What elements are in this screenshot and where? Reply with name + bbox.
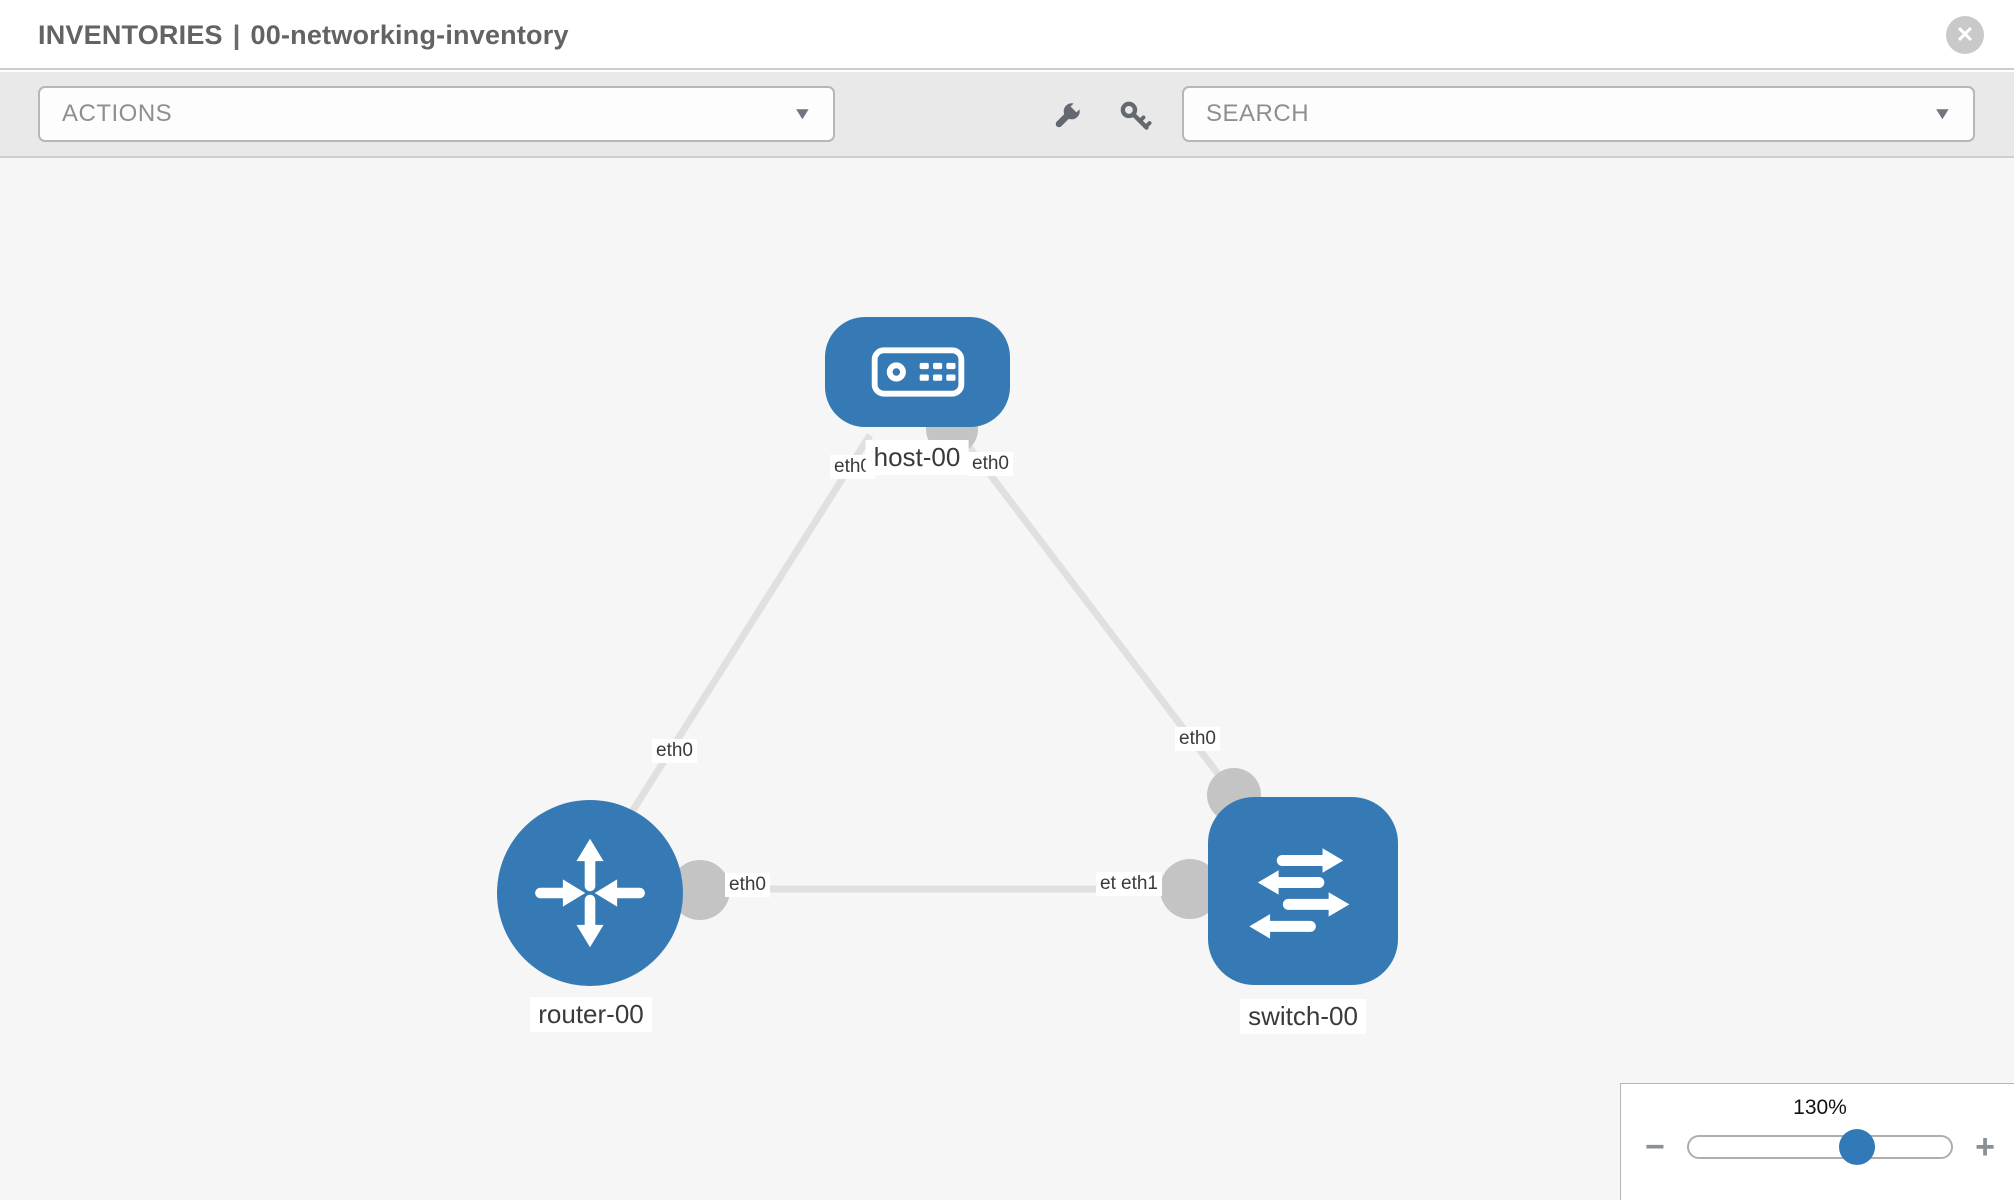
interface-label: eth0 — [652, 739, 697, 763]
close-icon[interactable]: ✕ — [1946, 16, 1984, 54]
interface-label: eth0 — [1175, 727, 1220, 751]
switch-icon — [1249, 848, 1350, 939]
chevron-down-icon: ▼ — [792, 104, 814, 123]
router-icon — [535, 838, 645, 948]
link-endpoint — [1160, 859, 1220, 919]
zoom-slider-handle[interactable] — [1838, 1129, 1875, 1165]
zoom-level-value: 130% — [1793, 1096, 1847, 1119]
zoom-slider[interactable] — [1686, 1129, 1954, 1165]
zoom-out-button[interactable]: − — [1645, 1128, 1665, 1166]
inventory-name: 00-networking-inventory — [250, 20, 569, 50]
topology-links-layer — [625, 403, 1261, 920]
actions-dropdown[interactable]: ACTIONS ▼ — [38, 86, 835, 142]
node-label-router-00: router-00 — [530, 997, 652, 1032]
breadcrumb-section: INVENTORIES — [38, 20, 223, 50]
zoom-slider-row: − + — [1621, 1128, 2014, 1166]
key-icon[interactable] — [1118, 99, 1152, 133]
node-label-host-00: host-00 — [865, 440, 969, 475]
zoom-control-panel: 130% − + — [1620, 1083, 2014, 1200]
node-label-switch-00: switch-00 — [1240, 999, 1366, 1034]
zoom-in-button[interactable]: + — [1975, 1128, 1995, 1166]
wrench-icon[interactable] — [1050, 99, 1084, 133]
interface-label: eth0 — [830, 455, 875, 479]
chevron-down-icon: ▼ — [1932, 104, 1954, 123]
toolbar: ACTIONS ▼ SEARCH ▼ — [0, 72, 2014, 158]
topology-canvas[interactable]: eth0 eth0 eth0 eth0 eth0 eth0 eth1 host-… — [0, 158, 2014, 1200]
node-switch-00[interactable] — [1208, 797, 1398, 985]
interface-label: eth1 — [1117, 872, 1162, 896]
actions-dropdown-label: ACTIONS — [62, 100, 173, 127]
breadcrumb-separator: | — [232, 20, 241, 50]
interface-label: eth0 — [968, 452, 1013, 476]
search-dropdown[interactable]: SEARCH ▼ — [1182, 86, 1975, 142]
node-host-00[interactable] — [825, 317, 1010, 427]
host-icon — [871, 347, 964, 397]
link-endpoint — [670, 860, 730, 920]
search-placeholder: SEARCH — [1206, 100, 1310, 127]
page-title: INVENTORIES | 00-networking-inventory — [38, 0, 569, 70]
interface-label: eth0 — [725, 873, 770, 897]
header-bar: INVENTORIES | 00-networking-inventory ✕ — [0, 0, 2014, 70]
node-router-00[interactable] — [497, 800, 683, 986]
